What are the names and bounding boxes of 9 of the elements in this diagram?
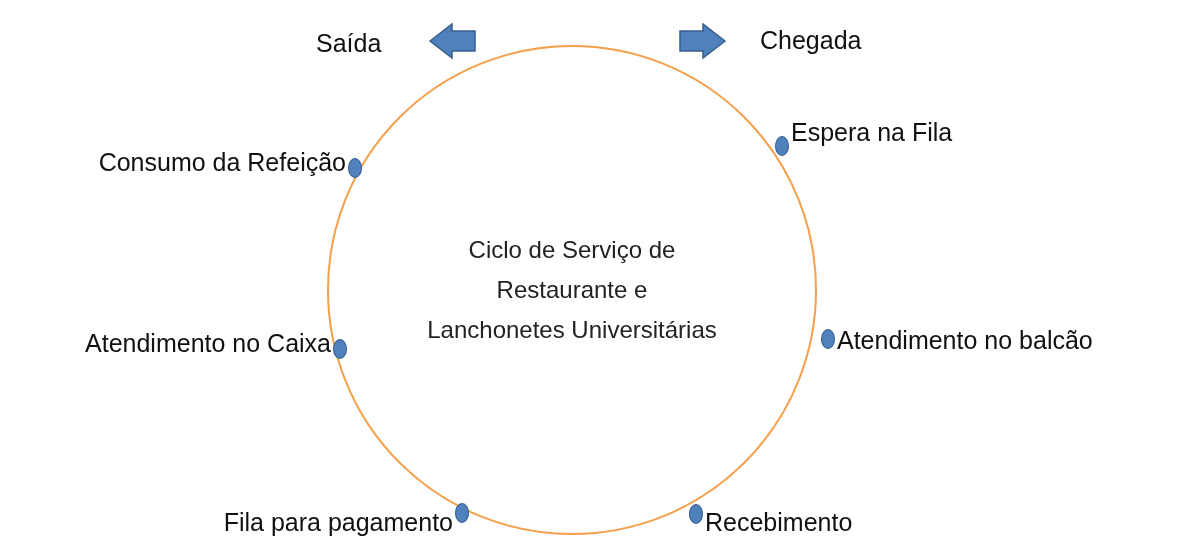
- direction-label: Chegada: [760, 25, 862, 55]
- step-label: Atendimento no balcão: [837, 325, 1093, 355]
- direction-label: Saída: [316, 28, 382, 58]
- center-text: Ciclo de Serviço de Restaurante e Lanchonetes Universitárias: [427, 235, 717, 345]
- step-label: Recebimento: [705, 507, 853, 537]
- step-label: Consumo da Refeição: [98, 147, 346, 177]
- step-label: Atendimento no Caixa: [85, 328, 331, 358]
- step-label: Espera na Fila: [791, 117, 953, 147]
- step-label: Fila para pagamento: [223, 507, 453, 537]
